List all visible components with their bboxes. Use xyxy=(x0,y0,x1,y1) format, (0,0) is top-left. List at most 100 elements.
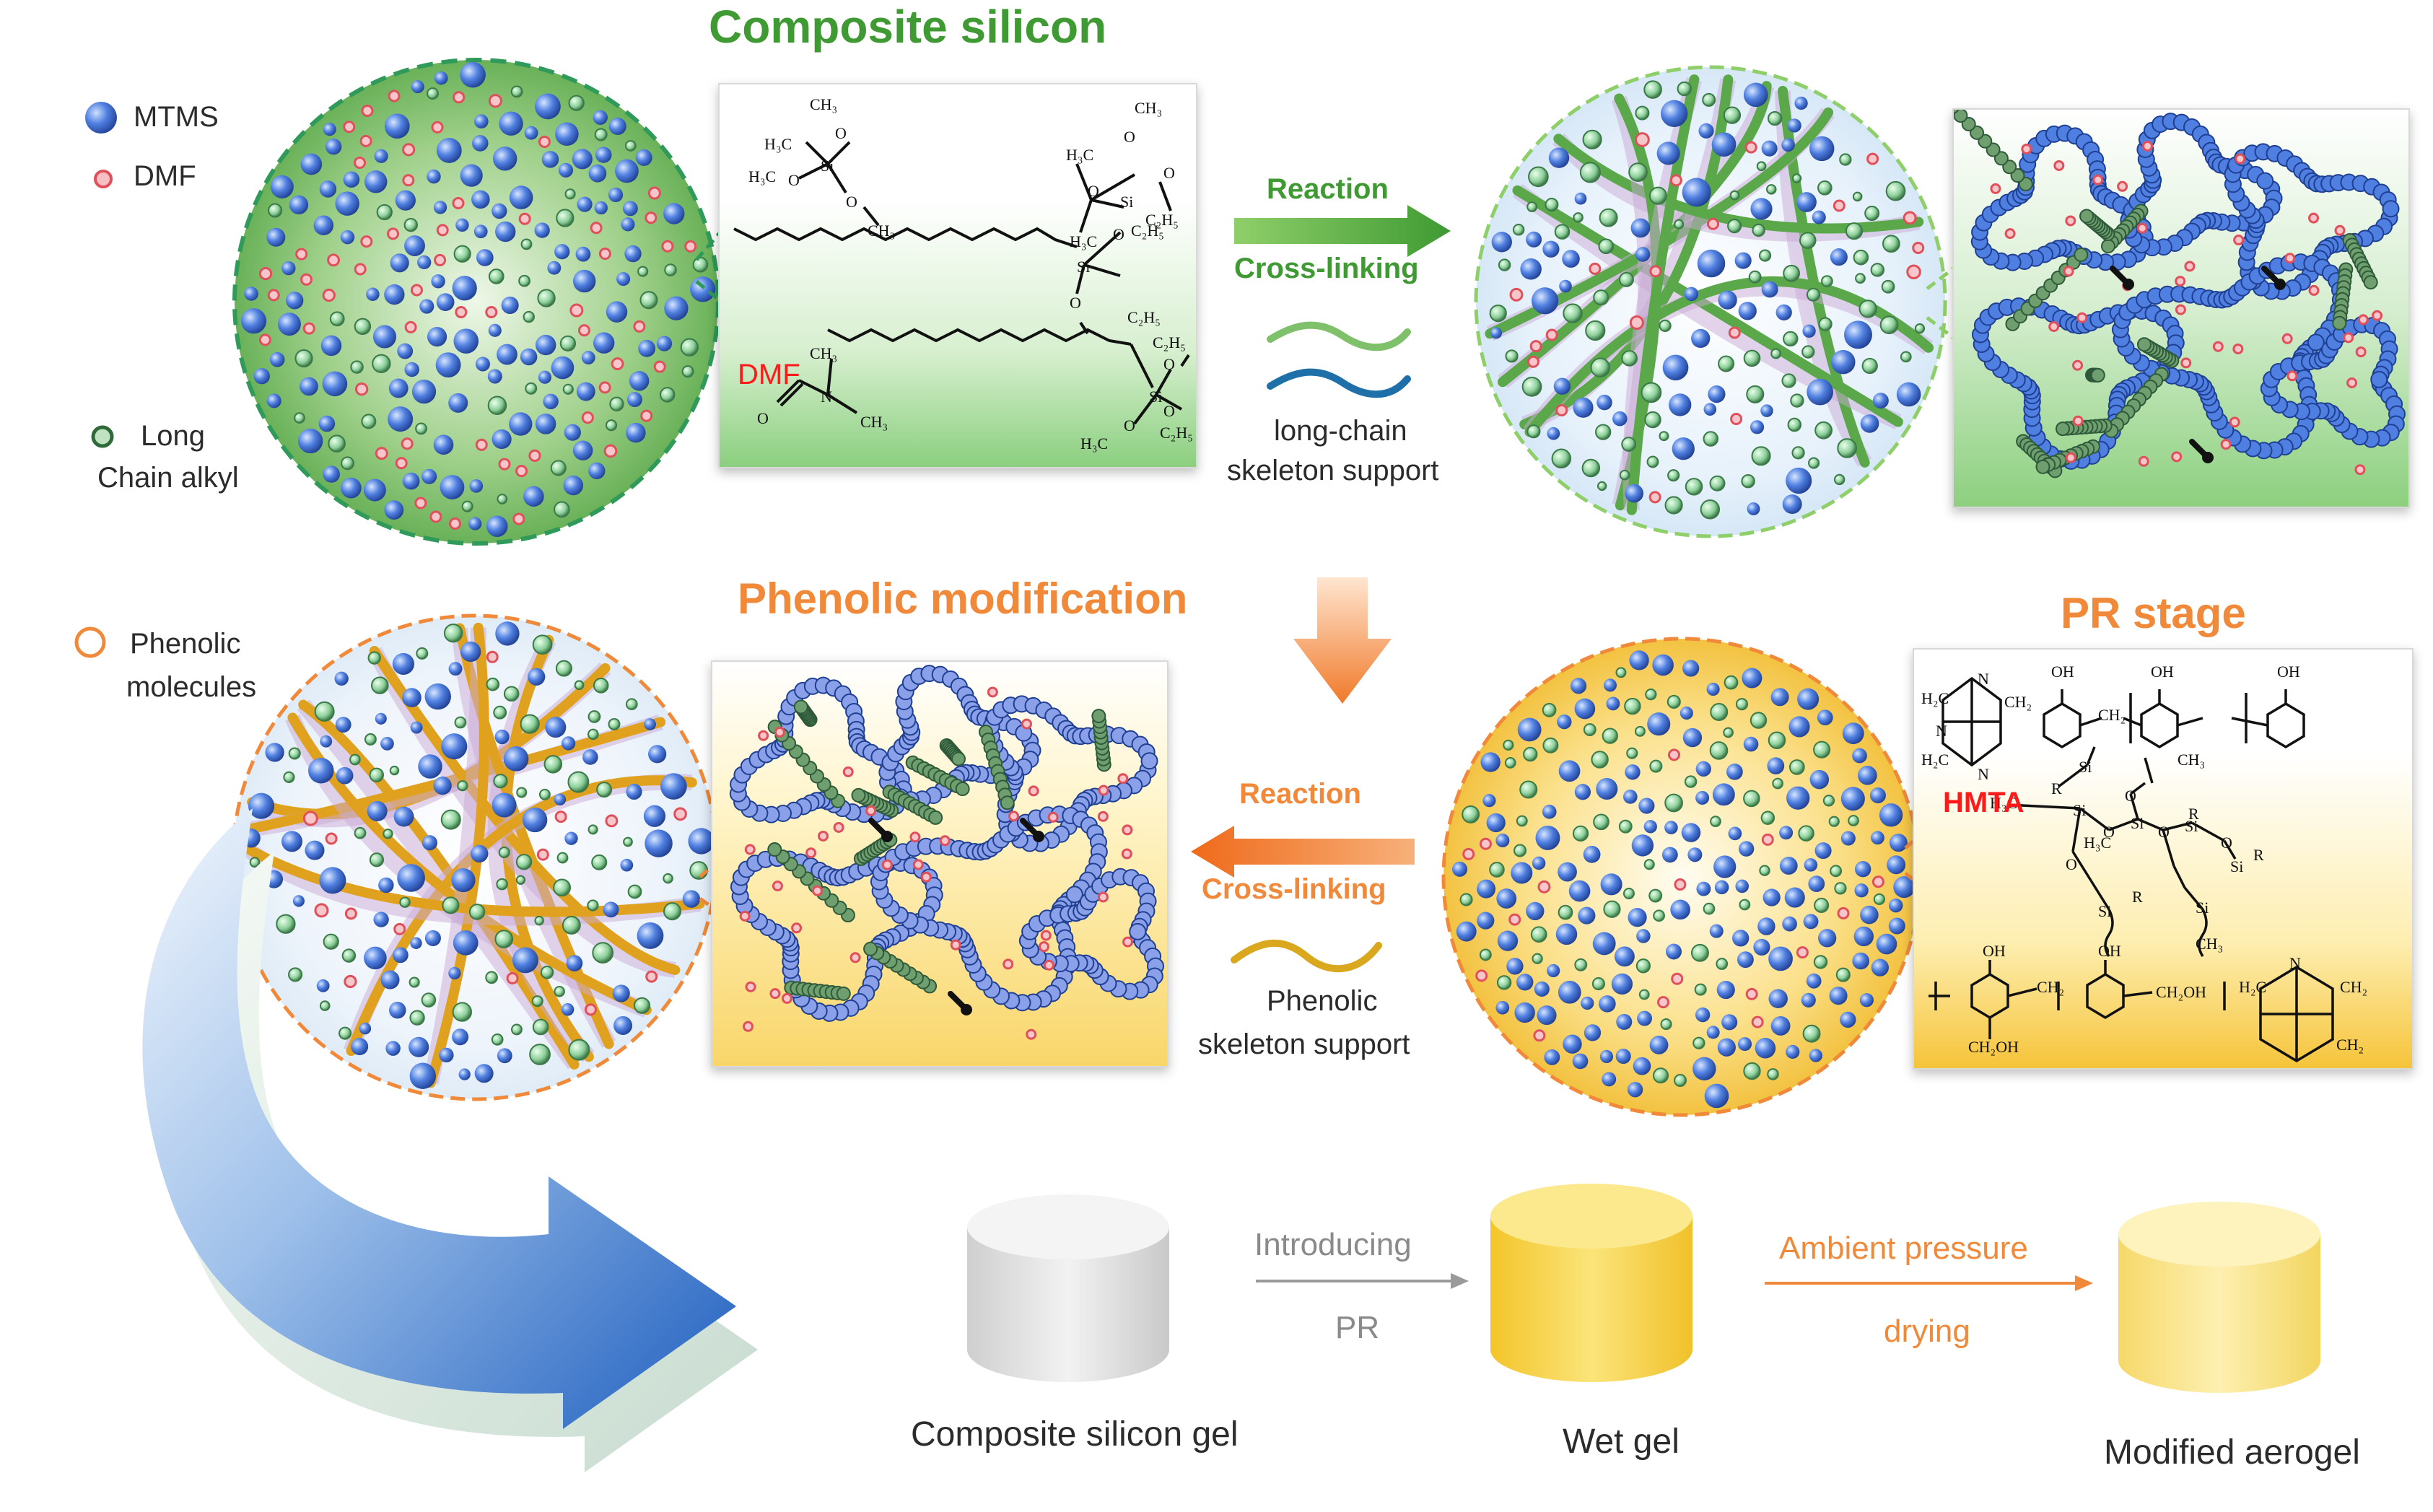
mtms-particle xyxy=(323,466,340,483)
alkyl-particle xyxy=(517,787,526,797)
mtms-particle xyxy=(664,296,688,320)
mtms-particle xyxy=(542,151,559,168)
alkyl-particle xyxy=(1790,760,1804,774)
dmf-bead xyxy=(2344,333,2353,342)
chem-label: C₂H₅ xyxy=(1160,424,1193,442)
mtms-particle xyxy=(1647,712,1670,735)
mtms-particle xyxy=(289,196,308,214)
mtms-particle xyxy=(1632,834,1654,856)
alkyl-particle xyxy=(1824,795,1834,805)
dmf-particle xyxy=(1904,212,1916,224)
chem-label: N xyxy=(821,388,832,406)
chem-label: Si xyxy=(2073,801,2086,820)
alkyl-particle xyxy=(294,413,305,423)
alkyl-particle xyxy=(1711,476,1725,491)
dmf-particle xyxy=(591,223,601,233)
mtms-particle xyxy=(1710,925,1724,938)
alkyl-particle xyxy=(1622,437,1635,451)
mtms-particle xyxy=(1670,900,1690,920)
mtms-particle xyxy=(1547,964,1560,977)
mtms-particle xyxy=(1788,118,1801,132)
mtms-particle xyxy=(460,62,486,88)
alkyl-particle xyxy=(1859,300,1876,317)
alkyl-particle xyxy=(626,141,636,151)
mtms-particle xyxy=(1682,660,1699,676)
dmf-particle xyxy=(1539,881,1550,892)
mtms-particle xyxy=(525,126,538,140)
dmf-bead xyxy=(2050,323,2058,331)
alkyl-particle xyxy=(1757,162,1766,170)
mtms-particle xyxy=(495,222,515,242)
alkyl-particle xyxy=(1711,742,1728,759)
alkyl-particle xyxy=(1545,198,1558,211)
mtms-particle xyxy=(241,308,266,333)
alkyl-particle xyxy=(1513,224,1524,235)
alkyl-particle xyxy=(551,460,566,475)
mid-orange-arrow xyxy=(1191,823,1415,880)
dmf-particle xyxy=(362,105,372,115)
mtms-particle xyxy=(1712,132,1737,157)
mtms-particle xyxy=(1612,974,1633,995)
chem-label: O xyxy=(1113,225,1124,244)
alkyl-particle xyxy=(1555,224,1570,239)
mtms-particle xyxy=(460,642,481,662)
alkyl-particle xyxy=(1591,751,1607,767)
chem-label: OH xyxy=(2098,942,2121,961)
alkyl-bead xyxy=(956,782,969,795)
mtms-particle xyxy=(564,476,583,495)
mtms-particle xyxy=(418,754,442,779)
dmf-bead xyxy=(844,767,852,776)
alkyl-particle xyxy=(1762,812,1774,824)
alkyl-particle xyxy=(1701,500,1719,518)
alkyl-particle xyxy=(1659,432,1668,440)
alkyl-particle xyxy=(390,766,398,774)
dmf-particle xyxy=(1746,142,1756,152)
chem-label: CH₃ xyxy=(810,95,837,114)
chem-label: R xyxy=(2132,888,2143,906)
mtms-particle xyxy=(488,369,502,383)
dmf-particle xyxy=(642,411,652,421)
mtms-particle xyxy=(1687,847,1702,862)
dmf-particle xyxy=(655,362,665,372)
mtms-particle xyxy=(1871,959,1889,976)
mtms-particle xyxy=(502,297,519,314)
alkyl-particle xyxy=(533,635,552,654)
alkyl-particle xyxy=(1642,383,1661,402)
chem-label: CH₃ xyxy=(868,222,895,240)
alkyl-particle xyxy=(588,730,598,740)
phenolic-support-label: Phenolic xyxy=(1267,985,1377,1018)
mtms-particle xyxy=(545,717,566,738)
mtms-particle xyxy=(509,412,532,435)
mtms-particle xyxy=(495,621,519,645)
alkyl-particle xyxy=(1629,163,1647,181)
mtms-particle xyxy=(434,201,447,214)
dmf-particle xyxy=(1669,750,1679,760)
mtms-particle xyxy=(1547,427,1560,440)
mtms-particle xyxy=(663,203,684,224)
mtms-particle xyxy=(538,371,551,384)
mtms-particle xyxy=(648,745,666,763)
alkyl-bead xyxy=(1092,709,1105,722)
mtms-particle xyxy=(326,139,341,154)
dmf-bead xyxy=(851,953,860,962)
alkyl-particle xyxy=(683,366,694,377)
dmf-particle xyxy=(1480,839,1490,849)
mtms-particle xyxy=(298,429,323,453)
chem-label: CH₂OH xyxy=(2156,983,2206,1002)
mtms-particle xyxy=(1840,1012,1856,1028)
mtms-particle xyxy=(1623,790,1638,804)
alkyl-particle xyxy=(565,189,575,198)
chem-label: Si xyxy=(1149,388,1162,406)
mtms-particle xyxy=(1666,943,1682,959)
mtms-particle xyxy=(1763,888,1781,906)
dmf-bead xyxy=(1004,960,1013,969)
dmf-bead xyxy=(922,873,930,881)
mtms-particle xyxy=(1606,696,1620,710)
mtms-particle xyxy=(1575,699,1596,720)
chem-label: Si xyxy=(2196,899,2209,917)
alkyl-particle xyxy=(1807,289,1820,301)
alkyl-particle xyxy=(1744,351,1760,367)
mtms-particle xyxy=(1873,393,1889,408)
mtms-particle xyxy=(404,362,419,377)
mtms-particle xyxy=(1536,826,1560,850)
